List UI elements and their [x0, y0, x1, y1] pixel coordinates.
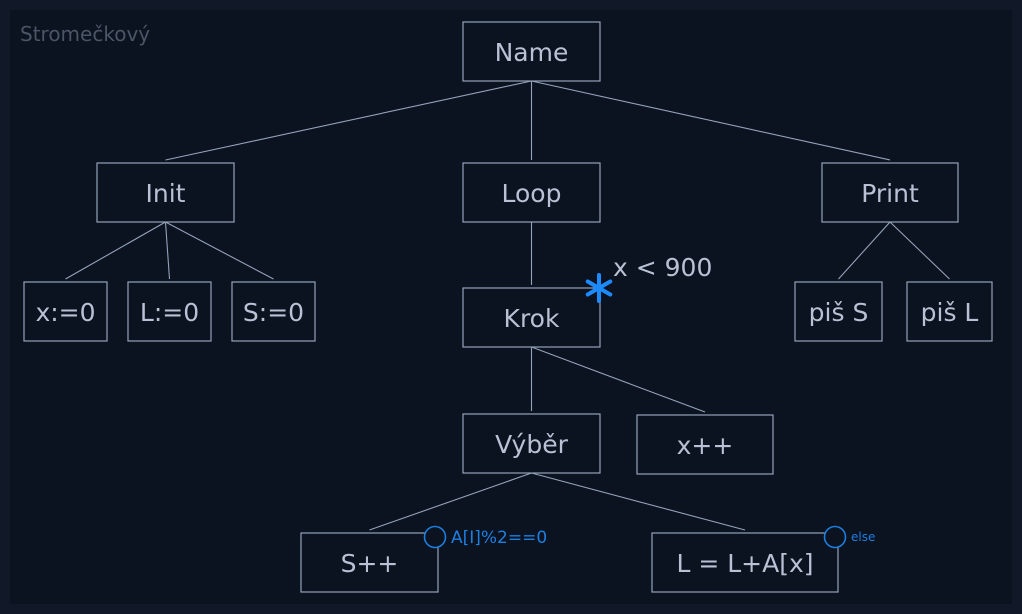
- node-vyber[interactable]: Výběr: [462, 413, 601, 474]
- node-label: S++: [341, 549, 399, 578]
- edge-vyber-sinc: [369, 472, 532, 531]
- node-x0[interactable]: x:=0: [23, 281, 108, 342]
- node-label: x++: [677, 431, 734, 460]
- node-box[interactable]: [651, 532, 839, 593]
- diagram-title: Stromečkový: [20, 22, 151, 46]
- node-sinc[interactable]: S++: [300, 532, 439, 593]
- node-box[interactable]: [300, 532, 439, 593]
- node-xinc[interactable]: x++: [636, 414, 774, 475]
- node-label: L:=0: [140, 298, 199, 327]
- edge-init-x0: [65, 221, 166, 280]
- edge-name-print: [531, 80, 891, 161]
- condition-label: else: [851, 530, 875, 544]
- node-box[interactable]: [23, 281, 108, 342]
- node-label: Krok: [504, 304, 560, 333]
- node-label: L = L+A[x]: [676, 549, 813, 578]
- node-ladd[interactable]: L = L+A[x]: [651, 532, 839, 593]
- node-label: S:=0: [243, 298, 304, 327]
- edge-init-s0: [165, 221, 274, 280]
- node-box[interactable]: [794, 281, 883, 342]
- node-label: Loop: [502, 179, 562, 208]
- node-label: Výběr: [495, 430, 568, 459]
- node-l0[interactable]: L:=0: [127, 281, 212, 342]
- edge-name-init: [165, 80, 532, 161]
- node-init[interactable]: Init: [96, 162, 235, 223]
- node-label: Init: [146, 179, 186, 208]
- asterisk-icon[interactable]: [585, 273, 613, 303]
- node-pisS[interactable]: piš S: [794, 281, 883, 342]
- edge-vyber-ladd: [531, 472, 746, 531]
- node-label: x:=0: [35, 298, 95, 327]
- node-box[interactable]: [462, 162, 601, 223]
- node-box[interactable]: [462, 287, 601, 348]
- node-box[interactable]: [636, 414, 774, 475]
- node-s0[interactable]: S:=0: [231, 281, 316, 342]
- node-box[interactable]: [127, 281, 212, 342]
- edge-init-l0: [164, 221, 171, 280]
- edge-krok-xinc: [531, 346, 706, 413]
- diagram-canvas: [10, 10, 1012, 604]
- loop-condition-label: x < 900: [613, 253, 712, 282]
- node-box[interactable]: [462, 21, 601, 82]
- edge-print-pisL: [889, 221, 950, 280]
- circle-icon[interactable]: [823, 525, 847, 549]
- circle-icon[interactable]: [423, 525, 447, 549]
- node-label: piš S: [809, 298, 869, 327]
- node-box[interactable]: [906, 281, 993, 342]
- node-box[interactable]: [462, 413, 601, 474]
- node-label: Print: [861, 179, 919, 208]
- node-box[interactable]: [821, 162, 959, 223]
- node-label: Name: [495, 38, 569, 67]
- node-loop[interactable]: Loop: [462, 162, 601, 223]
- node-krok[interactable]: Krok: [462, 287, 601, 348]
- node-pisL[interactable]: piš L: [906, 281, 993, 342]
- node-box[interactable]: [96, 162, 235, 223]
- condition-label: A[I]%2==0: [451, 528, 547, 548]
- node-name[interactable]: Name: [462, 21, 601, 82]
- edge-print-pisS: [838, 221, 891, 280]
- node-print[interactable]: Print: [821, 162, 959, 223]
- node-box[interactable]: [231, 281, 316, 342]
- node-label: piš L: [921, 298, 979, 327]
